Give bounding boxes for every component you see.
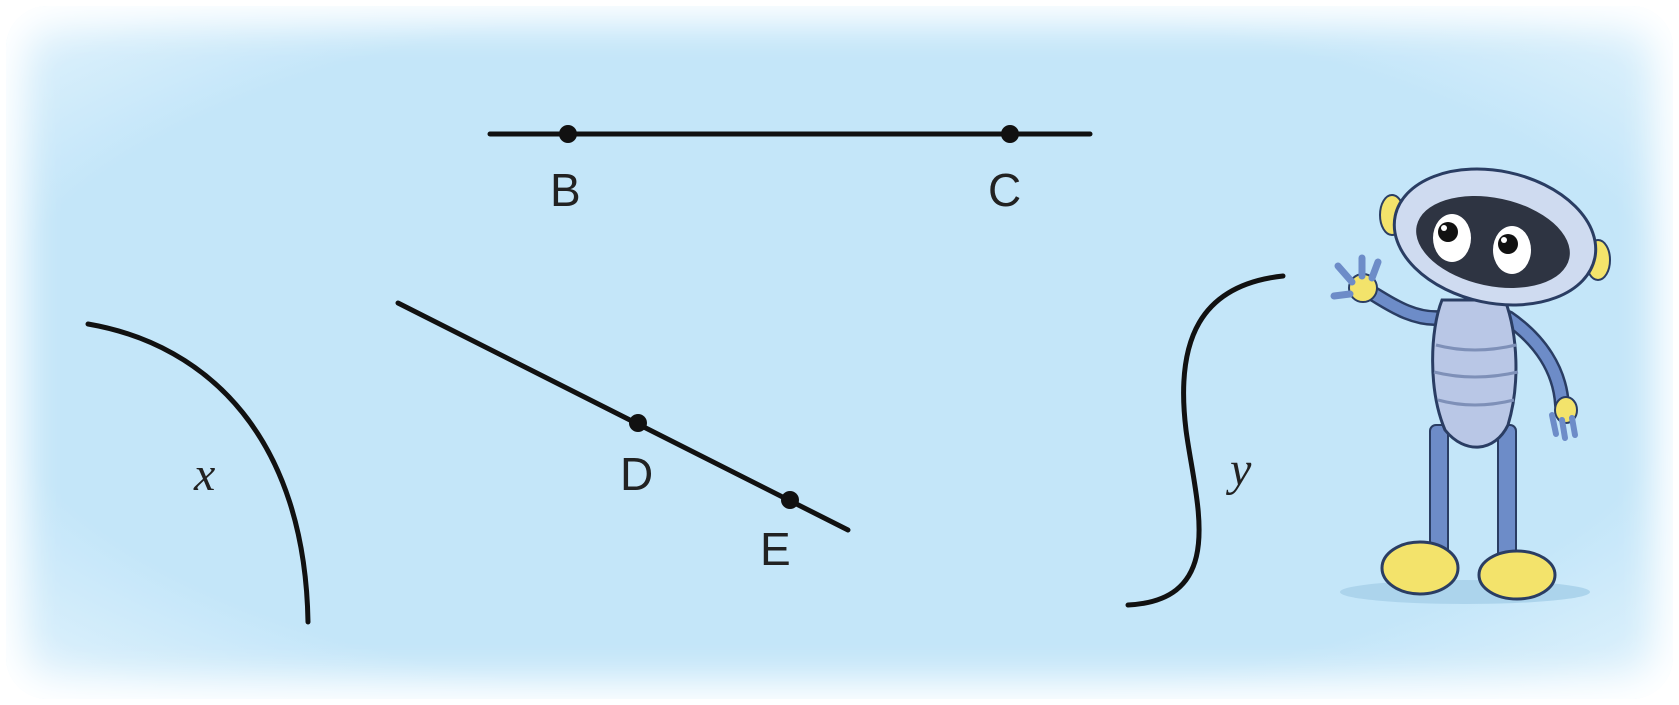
robot-mascot-icon [1330,167,1611,604]
curve-y-label: y [1225,443,1252,496]
point-e-label: E [760,523,791,575]
point-d-label: D [620,448,653,500]
point-b [559,125,577,143]
line-de [395,300,851,533]
curve-y [1125,273,1286,608]
point-b-label: B [550,164,581,216]
point-d [629,414,647,432]
point-e [781,491,799,509]
curve-x [85,321,311,625]
curve-x-label: x [193,448,215,501]
point-c [1001,125,1019,143]
point-c-label: C [988,164,1021,216]
